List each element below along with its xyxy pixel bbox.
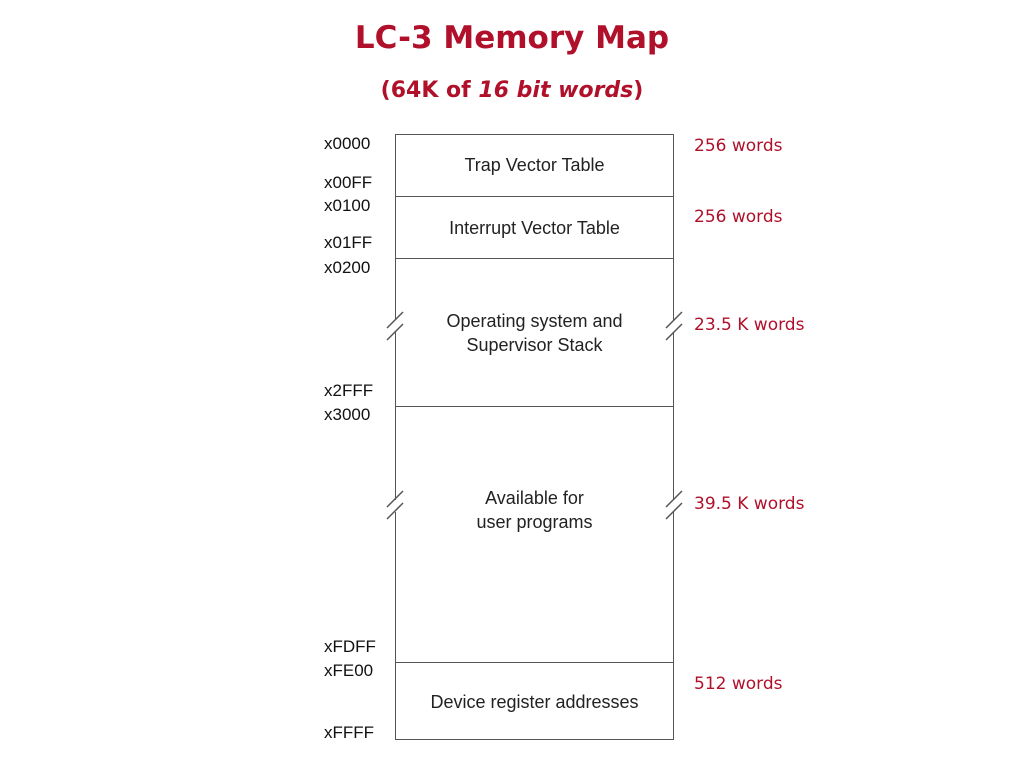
- region-label: Trap Vector Table: [464, 155, 605, 175]
- region-label-line2: Supervisor Stack: [466, 334, 603, 355]
- region-label-line1: Available for: [485, 487, 584, 508]
- subtitle-italic: 16 bit words: [478, 78, 634, 103]
- region-label: Interrupt Vector Table: [449, 217, 620, 238]
- subtitle-suffix: ): [633, 78, 644, 103]
- region-trap-vector-table: Trap Vector Table: [395, 134, 674, 197]
- address-label-x0100: x0100: [324, 196, 371, 215]
- address-label-x01ff: x01FF: [324, 233, 373, 252]
- region-user-programs: Available for user programs: [395, 407, 674, 663]
- address-label-x3000: x3000: [324, 405, 371, 424]
- memory-column: [395, 134, 674, 740]
- address-label-xffff: xFFFF: [324, 723, 375, 742]
- subtitle-prefix: (64K of: [380, 78, 479, 103]
- size-label-os: 23.5 K words: [694, 315, 805, 335]
- size-label-trap: 256 words: [694, 136, 783, 156]
- address-label-xfdff: xFDFF: [324, 637, 376, 656]
- region-label-line2: user programs: [476, 511, 593, 532]
- region-interrupt-vector-table: Interrupt Vector Table: [395, 197, 674, 259]
- address-label-x0000: x0000: [324, 134, 371, 153]
- size-label-device: 512 words: [694, 674, 783, 694]
- page-subtitle: (64K of 16 bit words): [0, 78, 1024, 103]
- address-label-x00ff: x00FF: [324, 173, 373, 192]
- region-device-registers: Device register addresses: [395, 663, 674, 740]
- address-label-x2fff: x2FFF: [324, 381, 374, 400]
- region-label: Device register addresses: [430, 691, 639, 712]
- page-title: LC-3 Memory Map: [354, 20, 670, 56]
- address-label-x0200: x0200: [324, 258, 371, 277]
- address-label-xfe00: xFE00: [324, 661, 374, 680]
- size-label-user: 39.5 K words: [694, 494, 805, 514]
- size-label-interrupt: 256 words: [694, 207, 783, 227]
- region-label-line1: Operating system and: [446, 310, 623, 331]
- region-operating-system: Operating system and Supervisor Stack: [395, 259, 674, 407]
